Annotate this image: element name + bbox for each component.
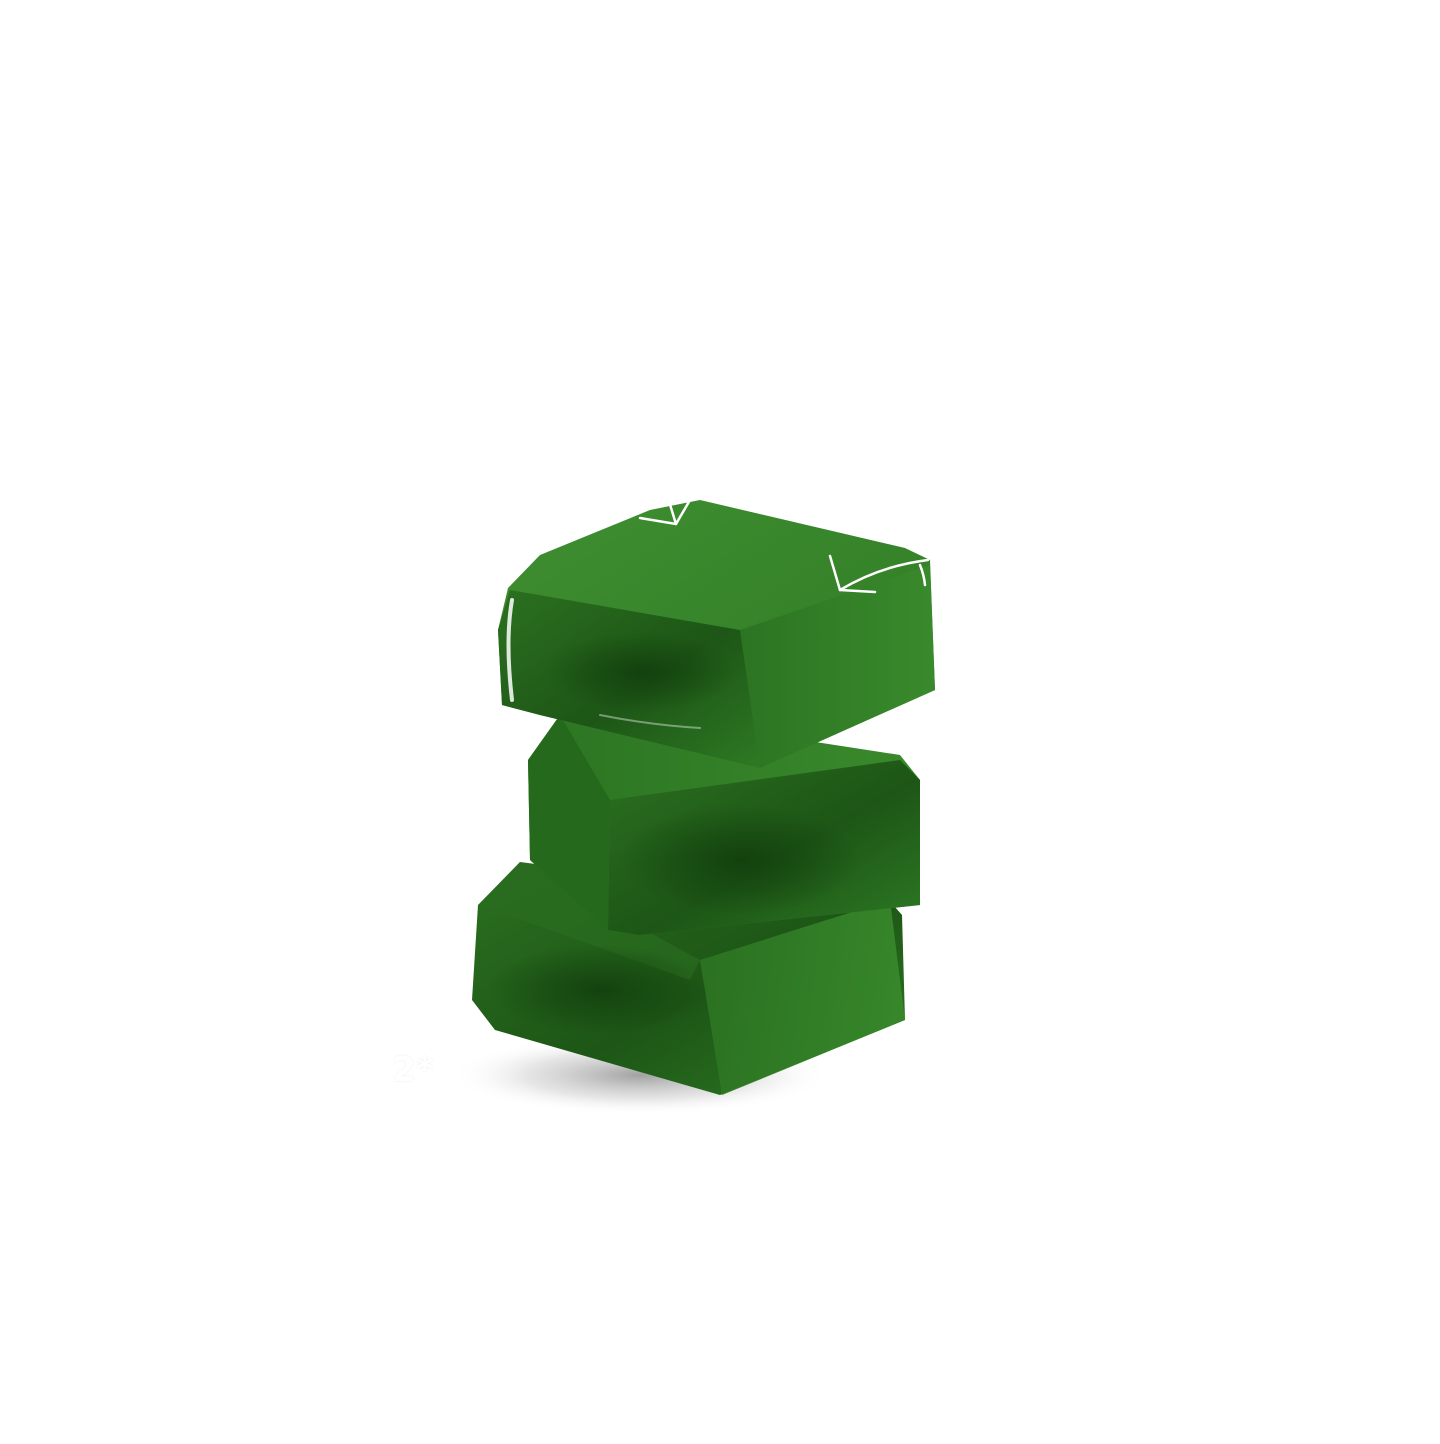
arrow-icon [638, 496, 692, 526]
gummy-bottom [472, 862, 905, 1095]
corner-mark: 2* [392, 1050, 434, 1090]
arrow-icon [828, 554, 930, 594]
gummy-top [498, 500, 935, 768]
gummy-middle [528, 715, 920, 935]
